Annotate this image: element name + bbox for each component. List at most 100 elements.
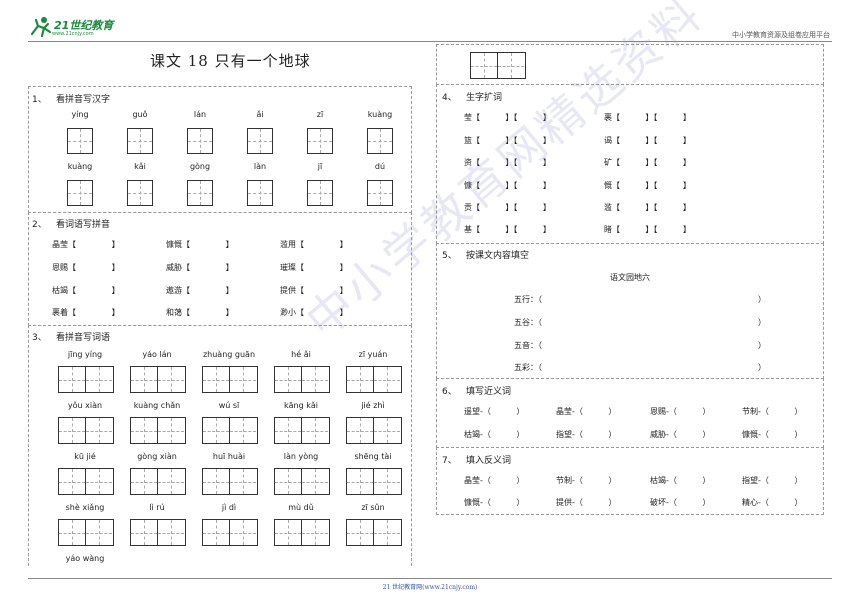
char-expand-item[interactable]: 滥【 】【 】 [604,203,691,212]
word-answer-box[interactable] [274,366,330,393]
section-5-subtitle: 语文园地六 [610,273,650,282]
pinyin-label: hé ǎi [291,350,311,359]
pinyin-label: shè xiǎng [65,503,105,512]
word-pinyin-item[interactable]: 慷慨【 】 [166,240,234,249]
word-blank-item[interactable]: 慷慨-（ ） [464,498,525,507]
word-answer-box[interactable] [130,417,186,444]
word-blank-item[interactable]: 枯竭-（ ） [650,476,711,485]
fill-blank-label[interactable]: 五音：（ [514,341,542,350]
section-7-box [436,447,824,515]
word-answer-box[interactable] [274,417,330,444]
word-blank-item[interactable]: 威胁-（ ） [650,430,711,439]
word-answer-box[interactable] [130,366,186,393]
word-blank-item[interactable]: 精心-（ ） [742,498,803,507]
header-divider [28,41,832,42]
char-expand-item[interactable]: 谒【 】【 】 [604,136,691,145]
word-pinyin-item[interactable]: 晶莹【 】 [52,240,120,249]
word-blank-item[interactable]: 枯竭-（ ） [464,430,525,439]
answer-box[interactable] [187,180,213,206]
char-expand-item[interactable]: 莹【 】【 】 [464,113,551,122]
word-pinyin-item[interactable]: 璀璨【 】 [280,263,348,272]
word-answer-box[interactable] [202,468,258,495]
char-expand-item[interactable]: 贡【 】【 】 [464,203,551,212]
answer-box[interactable] [247,128,273,154]
word-answer-box[interactable] [130,468,186,495]
fill-blank-label[interactable]: 五谷：（ [514,318,542,327]
word-blank-item[interactable]: 节制-（ ） [742,407,803,416]
word-answer-box[interactable] [346,417,402,444]
word-blank-item[interactable]: 破坏-（ ） [650,498,711,507]
char-expand-item[interactable]: 基【 】【 】 [464,225,551,234]
pinyin-label: zī [316,110,324,119]
word-answer-box[interactable] [274,468,330,495]
fill-blank-label[interactable]: 五行：（ [514,295,542,304]
word-answer-box[interactable] [202,417,258,444]
pinyin-label: yǒu xiàn [67,401,103,410]
char-expand-item[interactable]: 慷【 】【 】 [464,181,551,190]
pinyin-label: ǎi [256,110,264,119]
word-pinyin-item[interactable]: 渺小【 】 [280,308,348,317]
pinyin-label: làn [253,162,267,171]
word-answer-box[interactable] [58,468,114,495]
answer-box[interactable] [127,180,153,206]
word-answer-box[interactable] [58,366,114,393]
answer-box[interactable] [67,180,93,206]
fill-blank-label[interactable]: 五彩：（ [514,363,542,372]
word-pinyin-item[interactable]: 滥用【 】 [280,240,348,249]
word-pinyin-item[interactable]: 枯竭【 】 [52,286,120,295]
word-answer-box[interactable] [202,366,258,393]
writing-grid[interactable] [470,52,526,79]
answer-box[interactable] [307,128,333,154]
pinyin-label: kū jié [74,452,96,461]
section-3-box [28,325,412,566]
word-pinyin-item[interactable]: 恩赐【 】 [52,263,120,272]
answer-box[interactable] [367,128,393,154]
pinyin-label: kuàng [67,162,93,171]
char-expand-item[interactable]: 慨【 】【 】 [604,181,691,190]
answer-box[interactable] [247,180,273,206]
word-blank-item[interactable]: 节制-（ ） [556,476,617,485]
word-answer-box[interactable] [346,366,402,393]
word-blank-item[interactable]: 提供-（ ） [556,498,617,507]
word-blank-item[interactable]: 晶莹-（ ） [556,407,617,416]
word-answer-box[interactable] [202,519,258,546]
pinyin-label: jī [317,162,323,171]
char-expand-item[interactable]: 资【 】【 】 [464,158,551,167]
section-5-box [436,243,824,379]
word-answer-box[interactable] [346,519,402,546]
char-expand-item[interactable]: 裹【 】【 】 [604,113,691,122]
word-blank-item[interactable]: 恩赐-（ ） [650,407,711,416]
word-blank-item[interactable]: 晶莹-（ ） [464,476,525,485]
word-pinyin-item[interactable]: 遨游【 】 [166,286,234,295]
word-blank-item[interactable]: 指望-（ ） [556,430,617,439]
char-expand-item[interactable]: 篮【 】【 】 [464,136,551,145]
char-expand-item[interactable]: 矿【 】【 】 [604,158,691,167]
header-platform-text: 中小学教育资源及组卷应用平台 [732,31,830,39]
answer-box[interactable] [307,180,333,206]
pinyin-label: mù dǔ [288,503,314,512]
answer-box[interactable] [67,128,93,154]
pinyin-label: jié zhì [361,401,385,410]
word-pinyin-item[interactable]: 和蔼【 】 [166,308,234,317]
word-answer-box[interactable] [130,519,186,546]
pinyin-label: làn yòng [283,452,319,461]
answer-box[interactable] [367,180,393,206]
char-expand-item[interactable]: 睹【 】【 】 [604,225,691,234]
word-pinyin-item[interactable]: 威胁【 】 [166,263,234,272]
footer-text: 21 世纪教育网(www.21cnjy.com) [382,584,478,591]
word-blank-item[interactable]: 遥望-（ ） [464,407,525,416]
pinyin-label: lán [193,110,207,119]
pinyin-label: dú [374,162,386,171]
word-pinyin-item[interactable]: 提供【 】 [280,286,348,295]
answer-box[interactable] [127,128,153,154]
word-answer-box[interactable] [346,468,402,495]
word-blank-item[interactable]: 慷慨-（ ） [742,430,803,439]
word-answer-box[interactable] [58,519,114,546]
pinyin-label: zī sǔn [361,503,385,512]
word-answer-box[interactable] [274,519,330,546]
pinyin-label: jì dì [221,503,237,512]
word-pinyin-item[interactable]: 裹着【 】 [52,308,120,317]
word-blank-item[interactable]: 指望-（ ） [742,476,803,485]
answer-box[interactable] [187,128,213,154]
word-answer-box[interactable] [58,417,114,444]
